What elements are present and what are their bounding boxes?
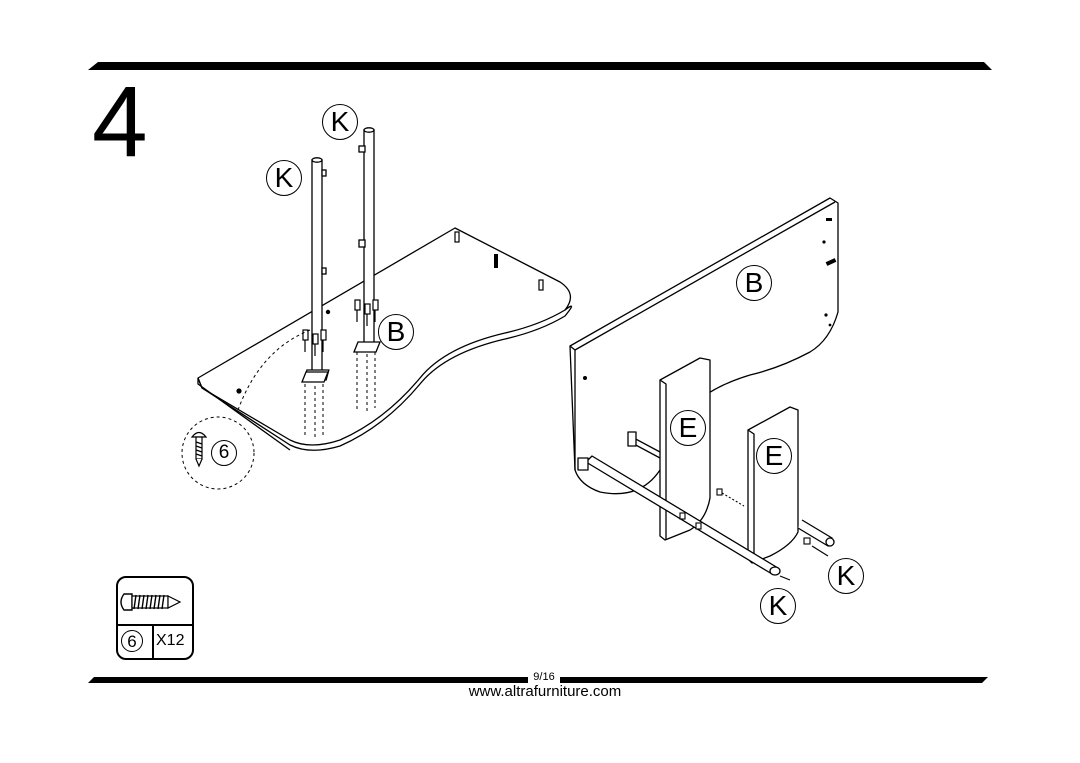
- screw-icon: [190, 431, 208, 468]
- website-url: www.altrafurniture.com: [468, 683, 622, 700]
- callout-hardware-number: 6: [211, 440, 237, 466]
- part-label-b: B: [378, 314, 414, 350]
- step-number: 4: [92, 66, 148, 178]
- hardware-number: 6: [121, 630, 143, 652]
- hardware-box-divider: [152, 624, 154, 660]
- part-label-k: K: [322, 104, 358, 140]
- hardware-quantity: X12: [156, 632, 185, 649]
- part-label-e: E: [670, 410, 706, 446]
- screw-icon: [120, 593, 182, 611]
- page-number: 9/16: [530, 671, 558, 683]
- part-label-k: K: [828, 558, 864, 594]
- hardware-box-divider: [116, 624, 194, 626]
- part-label-e: E: [756, 438, 792, 474]
- part-label-k: K: [266, 160, 302, 196]
- part-label-k: K: [760, 588, 796, 624]
- part-label-b: B: [736, 265, 772, 301]
